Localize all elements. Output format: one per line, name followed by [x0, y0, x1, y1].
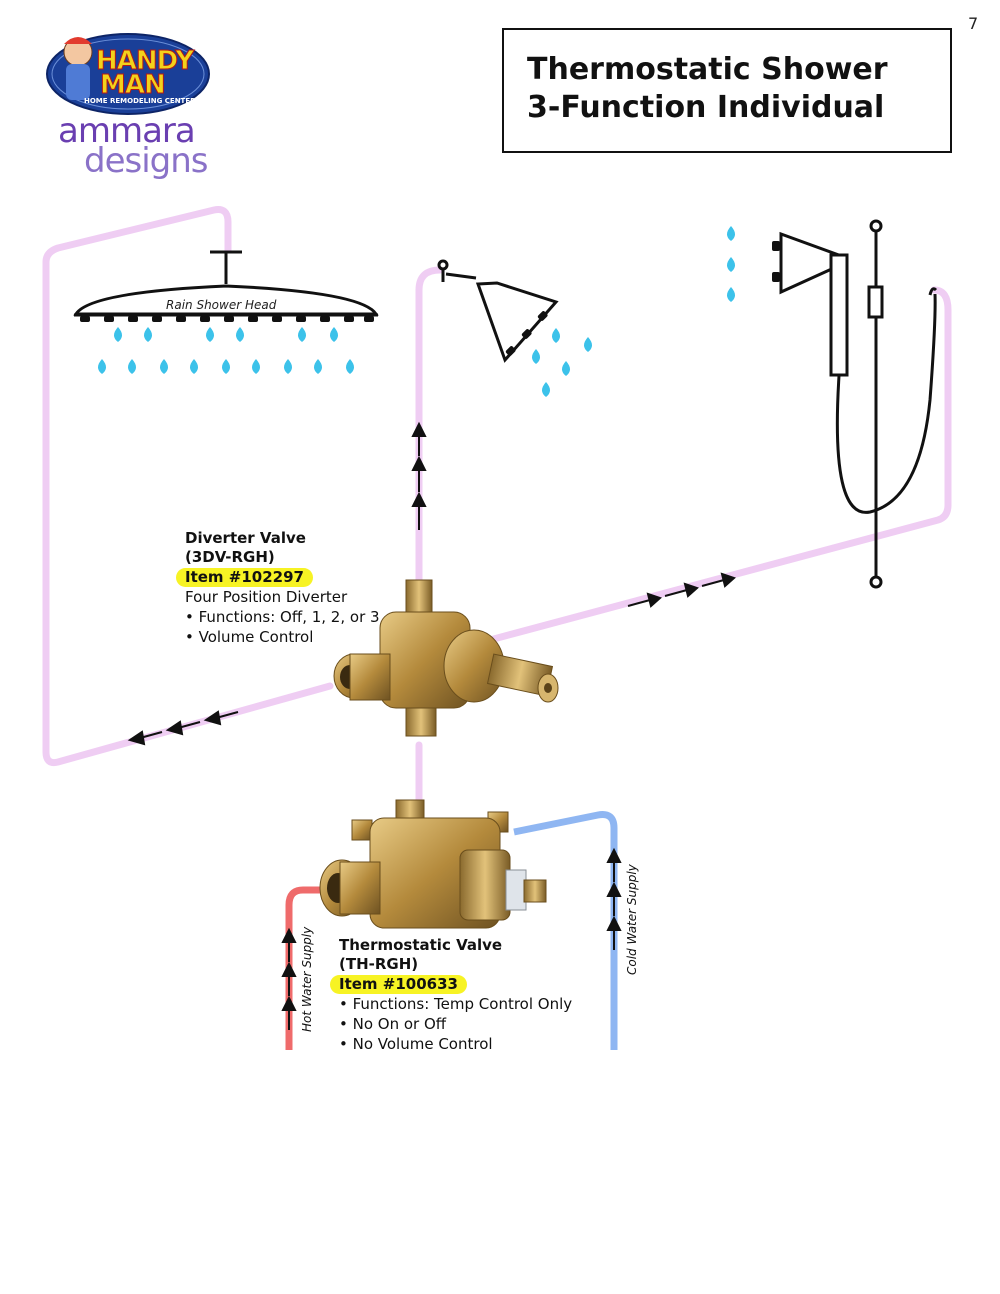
title-line-1: Thermostatic Shower [527, 52, 888, 87]
handyman-logo [46, 33, 210, 115]
arrow-up-cold [606, 847, 622, 950]
rain-shower-head-icon [73, 250, 379, 322]
water-drop-icon [206, 327, 214, 342]
thermostatic-bullet-functions: • Functions: Temp Control Only [339, 995, 573, 1013]
diverter-label-block: Diverter Valve (3DV-RGH) Item #102297 Fo… [176, 529, 380, 647]
water-drop-icon [236, 327, 244, 342]
water-drop-icon [727, 257, 735, 272]
title-box: Thermostatic Shower 3-Function Individua… [502, 28, 952, 153]
pipe-shower-head [415, 266, 444, 584]
handheld-shower-icon [772, 219, 938, 589]
diverter-bullet-volume: • Volume Control [185, 628, 314, 646]
rain-shower-head-label: Rain Shower Head [166, 298, 277, 312]
shower-head-icon [437, 259, 559, 363]
title-line-2: 3-Function Individual [527, 90, 885, 125]
water-drop-icon [222, 359, 230, 374]
pipe-rain-shower [42, 206, 334, 766]
thermostatic-bullet-volume: • No Volume Control [339, 1035, 493, 1053]
water-drop-icon [190, 359, 198, 374]
water-drop-icon [128, 359, 136, 374]
water-drop-icon [252, 359, 260, 374]
thermostatic-model: (TH-RGH) [339, 955, 419, 973]
diverter-model: (3DV-RGH) [185, 548, 275, 566]
arrow-right [627, 572, 736, 608]
water-drops [98, 226, 735, 397]
water-drop-icon [160, 359, 168, 374]
water-drop-icon [346, 359, 354, 374]
ammara-logo-line-1: ammara [58, 111, 196, 151]
cold-water-supply-label: Cold Water Supply [625, 864, 639, 975]
flow-arrows [127, 421, 736, 1030]
water-drop-icon [727, 287, 735, 302]
water-drop-icon [298, 327, 306, 342]
page-number: 7 [968, 14, 979, 33]
diverter-item-number: Item #102297 [176, 568, 313, 587]
water-drop-icon [562, 361, 570, 376]
diverter-valve-image [333, 579, 559, 737]
thermostatic-name: Thermostatic Valve [339, 936, 503, 954]
hot-water-pipe [285, 886, 320, 1050]
pink-pipes [42, 206, 952, 809]
water-drop-icon [542, 382, 550, 397]
water-drop-icon [727, 226, 735, 241]
water-drop-icon [532, 349, 540, 364]
water-drop-icon [552, 328, 560, 343]
thermostatic-valve-image [319, 799, 547, 929]
arrow-up-center [411, 421, 427, 530]
thermostatic-label-block: Thermostatic Valve (TH-RGH) Item #100633… [330, 936, 573, 1054]
thermostatic-bullet-onoff: • No On or Off [339, 1015, 447, 1033]
cold-water-pipe [513, 811, 618, 1050]
ammara-logo-line-2: designs [84, 141, 209, 181]
diverter-description: Four Position Diverter [185, 588, 348, 606]
ammara-designs-logo: ammara designs [58, 111, 209, 181]
handyman-logo-text-2: MAN [100, 70, 167, 100]
water-drop-icon [314, 359, 322, 374]
arrow-up-hot [281, 927, 297, 1030]
pipe-handheld [486, 286, 952, 644]
handyman-logo-text-1: HANDY [95, 46, 194, 76]
water-drop-icon [584, 337, 592, 352]
water-drop-icon [114, 327, 122, 342]
arrow-left [127, 710, 239, 746]
thermostatic-item-number: Item #100633 [330, 975, 467, 994]
water-drop-icon [330, 327, 338, 342]
diverter-bullet-functions: • Functions: Off, 1, 2, or 3 [185, 608, 380, 626]
water-drop-icon [284, 359, 292, 374]
water-drop-icon [98, 359, 106, 374]
water-drop-icon [144, 327, 152, 342]
hot-water-supply-label: Hot Water Supply [300, 926, 314, 1032]
handyman-logo-subtitle: HOME REMODELING CENTER, INC [84, 97, 215, 105]
diverter-name: Diverter Valve [185, 529, 306, 547]
